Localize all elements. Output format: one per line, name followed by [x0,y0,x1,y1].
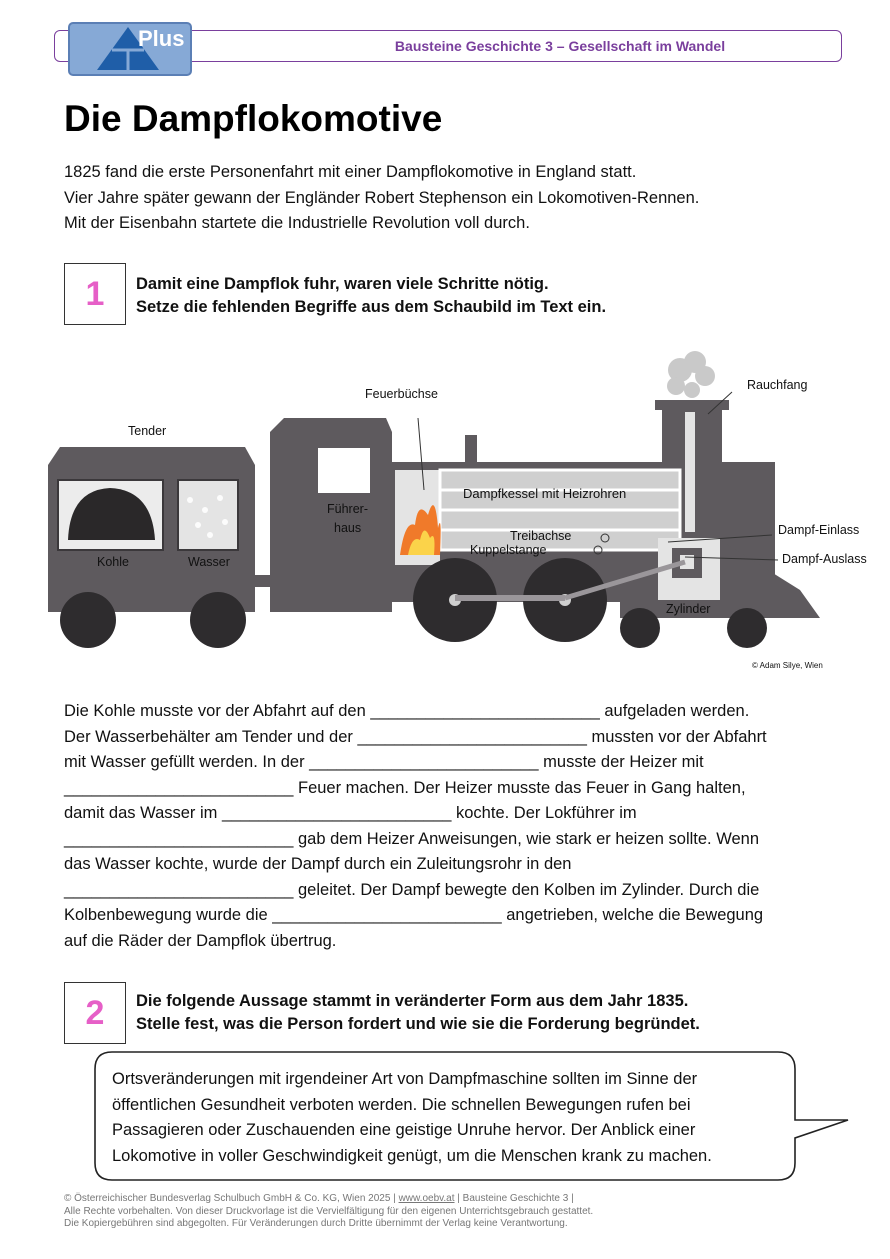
quote-text: Ortsveränderungen mit irgendeiner Art vo… [112,1067,782,1169]
cloze-line: damit das Wasser im ____________________… [64,804,637,822]
triangle-logo-icon [97,27,159,70]
locomotive-diagram: Tender Feuerbüchse Rauchfang Dampf-Einla… [40,350,867,680]
label-dampf-einlass: Dampf-Einlass [778,523,860,537]
footer: © Österreichischer Bundesverlag Schulbuc… [64,1193,593,1231]
footer-line: © Österreichischer Bundesverlag Schulbuc… [64,1193,593,1206]
task-number-box: 1 [64,263,126,325]
task-number: 1 [85,274,105,313]
label-dampf-auslass: Dampf-Auslass [782,552,867,566]
cloze-line: _________________________ geleitet. Der … [64,880,760,899]
series-title: Bausteine Geschichte 3 – Gesellschaft im… [394,38,726,54]
cloze-line: _________________________ Feuer machen. … [64,778,746,797]
intro-line: Vier Jahre später gewann der Engländer R… [64,188,700,207]
footer-line: Die Kopiergebühren sind abgegolten. Für … [64,1218,568,1229]
cloze-line: Kolbenbewegung wurde die _______________… [64,906,764,924]
task-number-box: 2 [64,982,126,1044]
instruction-line: Setze die fehlenden Begriffe aus dem Sch… [136,298,607,316]
label-dampfkessel: Dampfkessel mit Heizrohren [463,486,627,501]
label-feuerbuechse: Feuerbüchse [365,387,438,401]
label-tender: Tender [128,424,167,438]
task-number: 2 [85,993,105,1032]
instruction-line: Die folgende Aussage stammt in verändert… [136,992,689,1010]
label-kuppelstange: Kuppelstange [470,543,547,557]
instruction-line: Stelle fest, was die Person fordert und … [136,1015,700,1033]
label-kohle: Kohle [97,555,129,569]
label-fuehrerhaus: Führer- [327,502,368,516]
intro-line: 1825 fand die erste Personenfahrt mit ei… [64,163,637,181]
label-treibachse: Treibachse [510,529,572,543]
quote-line: Lokomotive in voller Geschwindigkeit gen… [112,1146,712,1165]
logo-text: Plus [138,26,185,51]
footer-copyright: © Österreichischer Bundesverlag Schulbuc… [64,1193,399,1204]
task-instruction: Damit eine Dampflok fuhr, waren viele Sc… [136,273,606,319]
label-rauchfang: Rauchfang [747,378,808,392]
quote-line: Passagieren oder Zuschauenden eine geist… [112,1121,696,1139]
cloze-line: mit Wasser gefüllt werden. In der ______… [64,753,704,771]
intro-line: Mit der Eisenbahn startete die Industrie… [64,214,530,232]
quote-line: Ortsveränderungen mit irgendeiner Art vo… [112,1070,698,1088]
instruction-line: Damit eine Dampflok fuhr, waren viele Sc… [136,275,549,293]
footer-series: | Bausteine Geschichte 3 | [454,1193,574,1204]
footer-line: Alle Rechte vorbehalten. Von dieser Druc… [64,1205,594,1217]
plus-logo [68,22,192,76]
image-credit: © Adam Silye, Wien [752,661,823,670]
publisher-link[interactable]: www.oebv.at [398,1193,455,1204]
cloze-text: Die Kohle musste vor der Abfahrt auf den… [64,699,844,954]
quote-line: öffentlichen Gesundheit verboten werden.… [112,1095,691,1114]
locomotive-illustration [48,351,820,648]
cloze-line: _________________________ gab dem Heizer… [64,829,760,848]
intro-paragraph: 1825 fand die erste Personenfahrt mit ei… [64,160,824,237]
task-instruction: Die folgende Aussage stammt in verändert… [136,990,700,1036]
cloze-line: Die Kohle musste vor der Abfahrt auf den… [64,702,750,720]
cloze-line: das Wasser kochte, wurde der Dampf durch… [64,855,572,873]
label-fuehrerhaus: haus [334,521,362,535]
cloze-line: auf die Räder der Dampflok übertrug. [64,931,337,950]
page-title: Die Dampflokomotive [64,98,443,139]
cloze-line: Der Wasserbehälter am Tender und der ___… [64,727,767,746]
label-zylinder: Zylinder [666,602,711,616]
header-bar [54,30,842,62]
label-wasser: Wasser [188,555,230,569]
